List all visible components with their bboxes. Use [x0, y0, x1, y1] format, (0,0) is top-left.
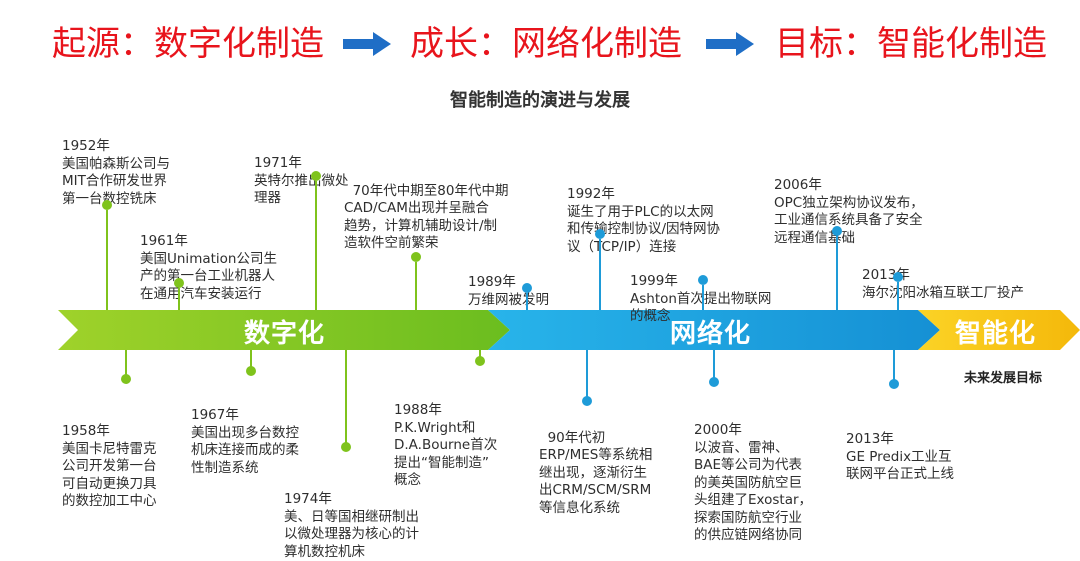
timeline-connector: [586, 350, 588, 398]
event-text: 美国Unimation公司生 产的第一台工业机器人 在通用汽车安装运行: [140, 250, 277, 302]
timeline-marker: [582, 396, 592, 406]
header-banner: 起源：数字化制造 成长：网络化制造 目标：智能化制造: [0, 0, 1080, 80]
event-1992: 1992年诞生了用于PLC的以太网 和传输控制协议/因特网协 议（TCP/IP）…: [567, 151, 720, 256]
event-2013-haier: 2013年海尔沈阳冰箱互联工厂投产: [862, 232, 1024, 302]
timeline-marker: [121, 374, 131, 384]
event-text: P.K.Wright和 D.A.Bourne首次 提出“智能制造” 概念: [394, 419, 498, 489]
event-year: 1992年: [567, 186, 615, 202]
timeline-marker: [411, 252, 421, 262]
segment-digital-band: [58, 310, 510, 350]
future-goal-label: 未来发展目标: [964, 371, 1043, 386]
timeline-connector: [250, 350, 252, 367]
event-year: 1999年: [630, 273, 678, 289]
timeline-connector: [702, 285, 704, 310]
event-year: 1952年: [62, 138, 110, 154]
event-1989: 1989年万维网被发明: [468, 239, 549, 309]
event-1967: 1967年美国出现多台数控 机床连接而成的柔 性制造系统: [191, 372, 299, 477]
event-text: 70年代中期至80年代中期 CAD/CAM出现并呈融合 趋势，计算机辅助设计/制…: [344, 182, 509, 252]
event-year: 2000年: [694, 422, 742, 438]
timeline-marker: [889, 379, 899, 389]
event-text: 美、日等国相继研制出 以微处理器为核心的计 算机数控机床: [284, 508, 419, 560]
event-1990s-erp-mes: 90年代初 ERP/MES等系统相 继出现，逐渐衍生 出CRM/SCM/SRM …: [539, 412, 652, 517]
segment-smart-label: 智能化: [955, 319, 1037, 349]
event-year: 1958年: [62, 423, 110, 439]
event-text: 90年代初 ERP/MES等系统相 继出现，逐渐衍生 出CRM/SCM/SRM …: [539, 429, 653, 516]
event-2000: 2000年以波音、雷神、 BAE等公司为代表 的美英国防航空巨 头组建了Exos…: [694, 387, 812, 545]
stage-goal-title: 目标：智能化制造: [775, 24, 1047, 64]
timeline-connector: [415, 262, 417, 310]
event-year: 1961年: [140, 233, 188, 249]
arrow-right-icon: [343, 32, 391, 56]
timeline-marker: [174, 278, 184, 288]
timeline-connector: [599, 239, 601, 310]
timeline-connector: [526, 293, 528, 310]
event-year: 2013年: [862, 267, 910, 283]
timeline-connector: [345, 350, 347, 445]
segment-smart-band: [918, 310, 1080, 350]
event-1961: 1961年美国Unimation公司生 产的第一台工业机器人 在通用汽车安装运行: [140, 198, 277, 303]
event-year: 1971年: [254, 155, 302, 171]
event-year: 2013年: [846, 431, 894, 447]
event-text: 英特尔推出微处 理器: [254, 172, 349, 207]
timeline-connector: [178, 288, 180, 310]
timeline-marker: [522, 283, 532, 293]
timeline-marker: [246, 366, 256, 376]
arrow-right-icon: [706, 32, 754, 56]
timeline-marker: [709, 377, 719, 387]
event-text: 诞生了用于PLC的以太网 和传输控制协议/因特网协 议（TCP/IP）连接: [567, 203, 721, 255]
event-1952: 1952年美国帕森斯公司与 MIT合作研发世界 第一台数控铣床: [62, 103, 170, 208]
event-text: 海尔沈阳冰箱互联工厂投产: [862, 284, 1024, 301]
timeline-marker: [341, 442, 351, 452]
timeline-connector: [713, 350, 715, 380]
timeline-marker: [102, 200, 112, 210]
timeline-connector: [106, 210, 108, 310]
timeline-band: [58, 310, 1080, 350]
timeline-connector: [125, 350, 127, 375]
event-1958: 1958年美国卡尼特雷克 公司开发第一台 可自动更换刀具 的数控加工中心: [62, 388, 157, 511]
event-year: 1967年: [191, 407, 239, 423]
event-year: 2006年: [774, 177, 822, 193]
event-text: 美国帕森斯公司与 MIT合作研发世界 第一台数控铣床: [62, 155, 170, 207]
event-year: 1988年: [394, 402, 442, 418]
event-1971: 1971年英特尔推出微处 理器: [254, 120, 349, 208]
timeline-marker: [475, 356, 485, 366]
event-text: 万维网被发明: [468, 291, 549, 308]
timeline-marker: [311, 171, 321, 181]
event-text: 美国卡尼特雷克 公司开发第一台 可自动更换刀具 的数控加工中心: [62, 440, 157, 510]
timeline-marker: [698, 275, 708, 285]
event-year: 1974年: [284, 491, 332, 507]
segment-network-label: 网络化: [670, 319, 752, 349]
timeline-connector: [897, 282, 899, 310]
event-year: 1989年: [468, 274, 516, 290]
diagram-title: 智能制造的演进与发展: [450, 90, 630, 111]
timeline-connector: [836, 236, 838, 310]
timeline-marker: [832, 226, 842, 236]
event-text: 美国出现多台数控 机床连接而成的柔 性制造系统: [191, 424, 299, 476]
timeline-marker: [595, 229, 605, 239]
event-1970s-cad-cam: 70年代中期至80年代中期 CAD/CAM出现并呈融合 趋势，计算机辅助设计/制…: [344, 165, 508, 253]
segment-network-band: [488, 310, 940, 350]
stage-origin-title: 起源：数字化制造: [52, 24, 324, 64]
timeline-marker: [893, 272, 903, 282]
event-text: 以波音、雷神、 BAE等公司为代表 的美英国防航空巨 头组建了Exostar， …: [694, 439, 813, 544]
timeline-connector: [479, 350, 481, 358]
event-text: GE Predix工业互 联网平台正式上线: [846, 448, 954, 483]
segment-digital-label: 数字化: [244, 319, 326, 349]
timeline-connector: [893, 350, 895, 382]
timeline-connector: [315, 181, 317, 310]
stage-growth-title: 成长：网络化制造: [410, 24, 682, 64]
event-text: Ashton首次提出物联网 的概念: [630, 290, 772, 325]
